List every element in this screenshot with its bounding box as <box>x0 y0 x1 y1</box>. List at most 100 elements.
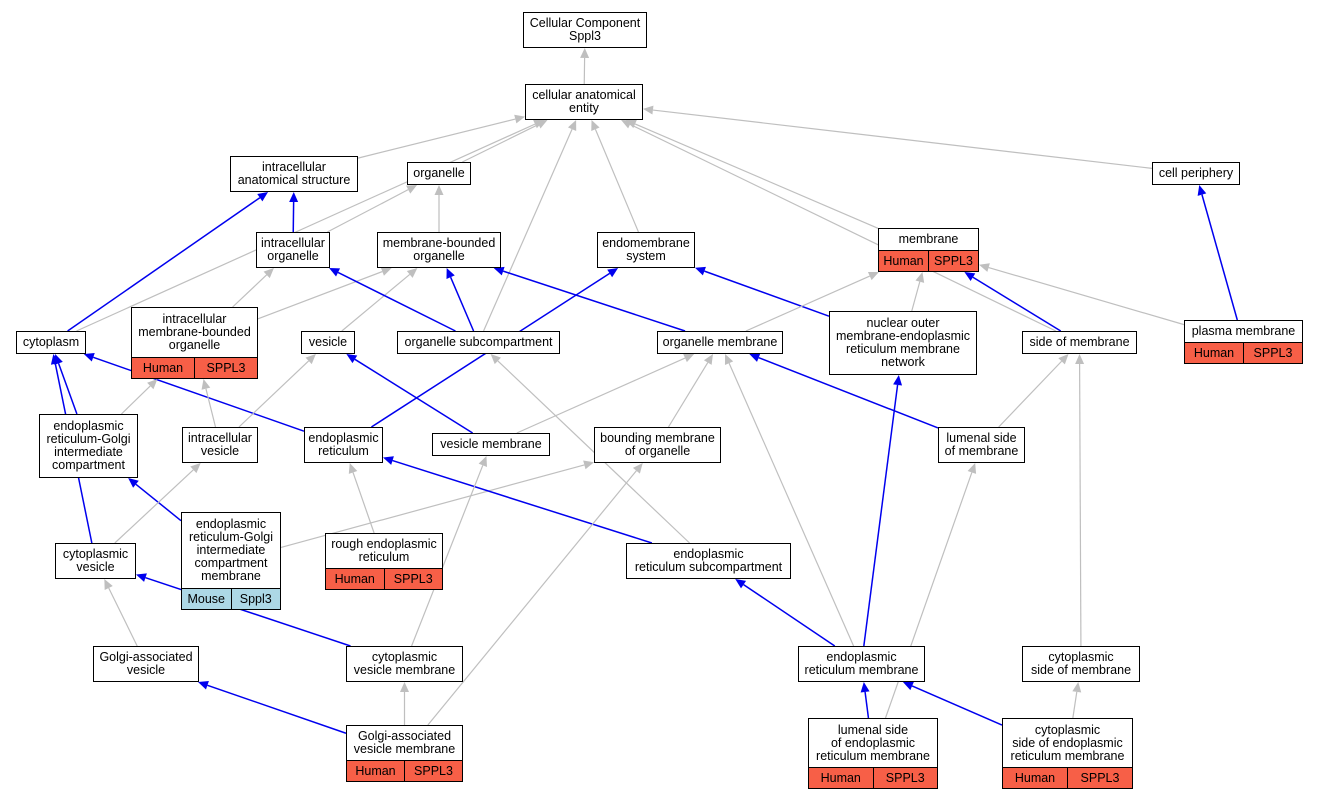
node-label-line: intracellular <box>162 312 227 326</box>
edge-is-a-nom-to-membrane <box>911 281 921 312</box>
node-label-line: cellular anatomical <box>532 88 636 102</box>
edge-arrowhead <box>83 353 95 362</box>
edge-arrowhead <box>583 460 594 470</box>
gene-tag: SPPL3 <box>872 768 937 788</box>
edge-arrowhead <box>263 268 274 279</box>
node-label-line: side of endoplasmic <box>1012 735 1123 750</box>
edge-part-of-erm-to-ersub <box>743 583 836 647</box>
edge-arrowhead <box>490 354 501 365</box>
node-cytoplasm[interactable]: cytoplasm <box>16 331 86 354</box>
node-label-line: Sppl3 <box>569 29 601 43</box>
node-label-line: reticulum membrane <box>1010 748 1125 763</box>
edge-is-a-imbo-to-io <box>232 274 268 308</box>
edge-part-of-gavm-to-gav <box>207 684 347 734</box>
edge-is-a-vm-to-omem <box>516 357 686 434</box>
node-label-line: membrane-bounded <box>138 325 251 339</box>
gene-tag: SPPL3 <box>1243 343 1302 363</box>
node-label-line: organelle <box>413 166 465 180</box>
edge-part-of-vm-to-vesicle <box>354 358 474 434</box>
edge-arrowhead <box>643 105 654 115</box>
node-label-line: organelle subcompartment <box>404 335 553 349</box>
edge-part-of-nom-to-endo <box>704 270 830 317</box>
edge-arrowhead <box>695 266 706 276</box>
node-organelle-membrane[interactable]: organelle membrane <box>657 331 783 354</box>
edge-arrowhead <box>621 120 633 129</box>
node-side-of-membrane[interactable]: side of membrane <box>1022 331 1137 354</box>
node-label-line: vesicle membrane <box>353 663 456 677</box>
node-label-line: plasma membrane <box>1191 324 1296 338</box>
node-cell-periphery[interactable]: cell periphery <box>1152 162 1240 185</box>
node-label-line: Golgi-associated <box>357 729 452 743</box>
edge-arrowhead <box>380 267 392 276</box>
edge-part-of-pm-to-periphery <box>1201 194 1239 321</box>
edge-arrowhead <box>967 463 977 474</box>
node-label-line: endoplasmic <box>195 517 267 531</box>
node-label-line: cell periphery <box>1158 166 1234 180</box>
edge-is-a-ias-to-cae <box>357 118 516 159</box>
edge-arrowhead <box>305 354 316 365</box>
node-label-line: organelle <box>267 249 319 263</box>
node-organelle[interactable]: organelle <box>407 162 471 185</box>
edge-arrowhead <box>902 681 914 691</box>
node-label-line: anatomical structure <box>237 173 351 187</box>
edge-is-a-endo-to-cae <box>594 128 640 233</box>
species-tag: Human <box>132 358 194 378</box>
node-label-line: bounding membrane <box>600 431 715 445</box>
edge-arrowhead <box>867 271 879 281</box>
node-label-line: cytoplasmic <box>1048 650 1114 664</box>
edge-arrowhead <box>383 456 394 465</box>
species-tag: Human <box>809 768 873 788</box>
edge-is-a-io-to-organelle <box>327 189 409 233</box>
node-label-line: endomembrane <box>602 236 690 250</box>
edge-arrowhead <box>493 266 505 276</box>
node-label-line: organelle <box>413 249 465 263</box>
node-vesicle[interactable]: vesicle <box>301 331 355 354</box>
node-label-line: membrane-endoplasmic <box>835 329 971 343</box>
edge-is-a-lsm-to-som <box>998 360 1063 428</box>
node-organelle-subcompartment[interactable]: organelle subcompartment <box>397 331 560 354</box>
species-tag: Human <box>326 569 384 589</box>
node-label-line: cytoplasm <box>22 335 80 349</box>
edge-part-of-osub-to-io <box>337 271 456 332</box>
node-label-line: reticulum subcompartment <box>634 560 783 574</box>
edge-arrowhead <box>749 353 761 362</box>
node-label-line: reticulum <box>318 444 369 458</box>
node-label-line: membrane-bounded <box>382 236 496 250</box>
edge-is-a-gavm-to-bmo <box>427 470 637 726</box>
edge-arrowhead <box>434 185 444 195</box>
edge-arrowhead <box>190 463 201 474</box>
node-label-line: intracellular <box>262 160 326 174</box>
edge-arrowhead <box>104 579 113 590</box>
node-vesicle-membrane[interactable]: vesicle membrane <box>432 433 550 456</box>
edge-arrowhead <box>893 375 903 386</box>
edge-arrowhead <box>580 48 590 59</box>
